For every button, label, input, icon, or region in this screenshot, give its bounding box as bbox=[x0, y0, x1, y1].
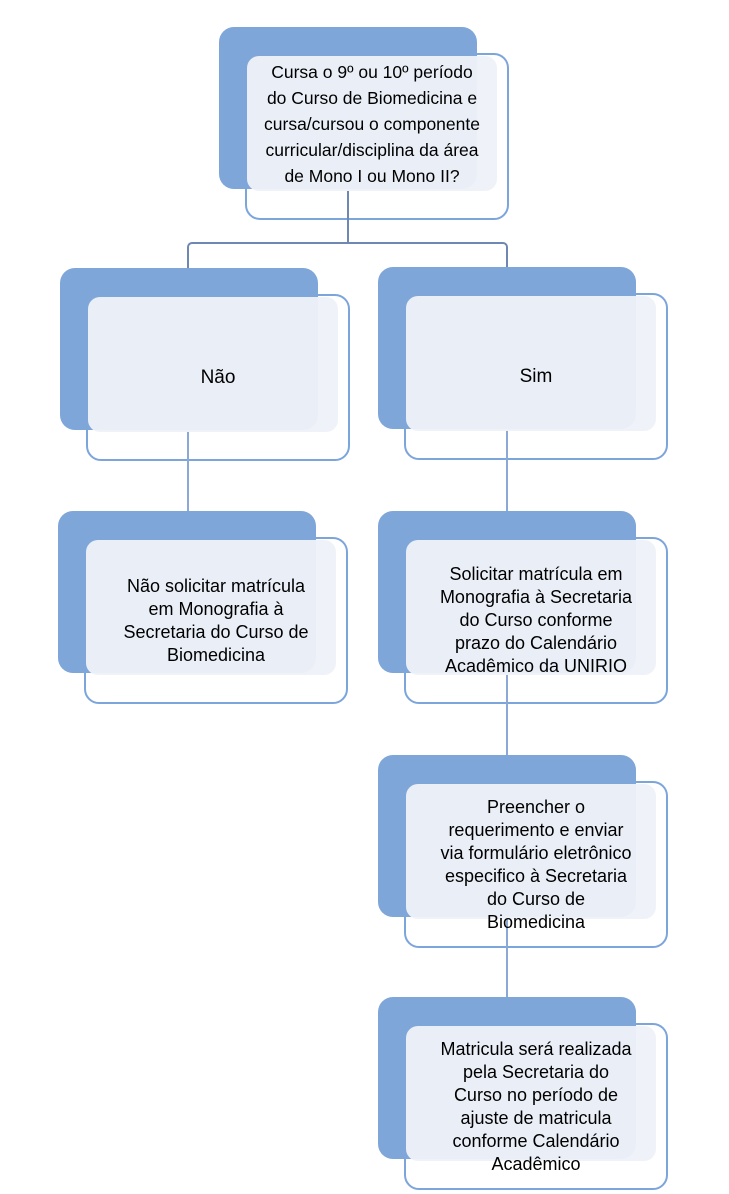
connector-no-to-outcome bbox=[187, 432, 189, 511]
node-answer-no-panel bbox=[88, 297, 338, 432]
connector-yes-to-step1 bbox=[506, 431, 508, 511]
node-yes-step-3-text: Matricula será realizada pela Secretaria… bbox=[440, 1038, 632, 1174]
node-yes-step-2-text: Preencher o requerimento e enviar via fo… bbox=[440, 796, 632, 932]
node-yes-step-1-text: Solicitar matrícula em Monografia à Secr… bbox=[439, 564, 633, 676]
node-question: Cursa o 9º ou 10º período do Curso de Bi… bbox=[219, 27, 509, 220]
node-no-outcome: Não solicitar matrícula em Monografia à … bbox=[58, 511, 348, 704]
node-yes-step-3: Matricula será realizada pela Secretaria… bbox=[378, 997, 668, 1190]
node-answer-no: Não bbox=[60, 268, 350, 461]
connector-branch-right-elbow bbox=[348, 242, 508, 267]
node-answer-yes-panel bbox=[406, 296, 656, 431]
node-answer-yes-text: Sim bbox=[519, 366, 553, 387]
node-answer-yes: Sim bbox=[378, 267, 668, 460]
node-yes-step-1: Solicitar matrícula em Monografia à Secr… bbox=[378, 511, 668, 704]
node-answer-no-text: Não bbox=[200, 367, 236, 388]
connector-branch-left-elbow bbox=[187, 242, 348, 268]
node-yes-step-3-panel bbox=[406, 1026, 656, 1161]
node-no-outcome-text: Não solicitar matrícula em Monografia à … bbox=[123, 575, 309, 665]
node-question-panel bbox=[247, 56, 497, 191]
connector-step1-to-step2 bbox=[506, 675, 508, 755]
node-yes-step-2: Preencher o requerimento e enviar via fo… bbox=[378, 755, 668, 948]
node-yes-step-1-panel bbox=[406, 540, 656, 675]
node-no-outcome-panel bbox=[86, 540, 336, 675]
connector-step2-to-step3 bbox=[506, 919, 508, 997]
node-yes-step-2-panel bbox=[406, 784, 656, 919]
connector-question-to-branch bbox=[347, 191, 349, 244]
node-question-text: Cursa o 9º ou 10º período do Curso de Bi… bbox=[264, 61, 480, 186]
